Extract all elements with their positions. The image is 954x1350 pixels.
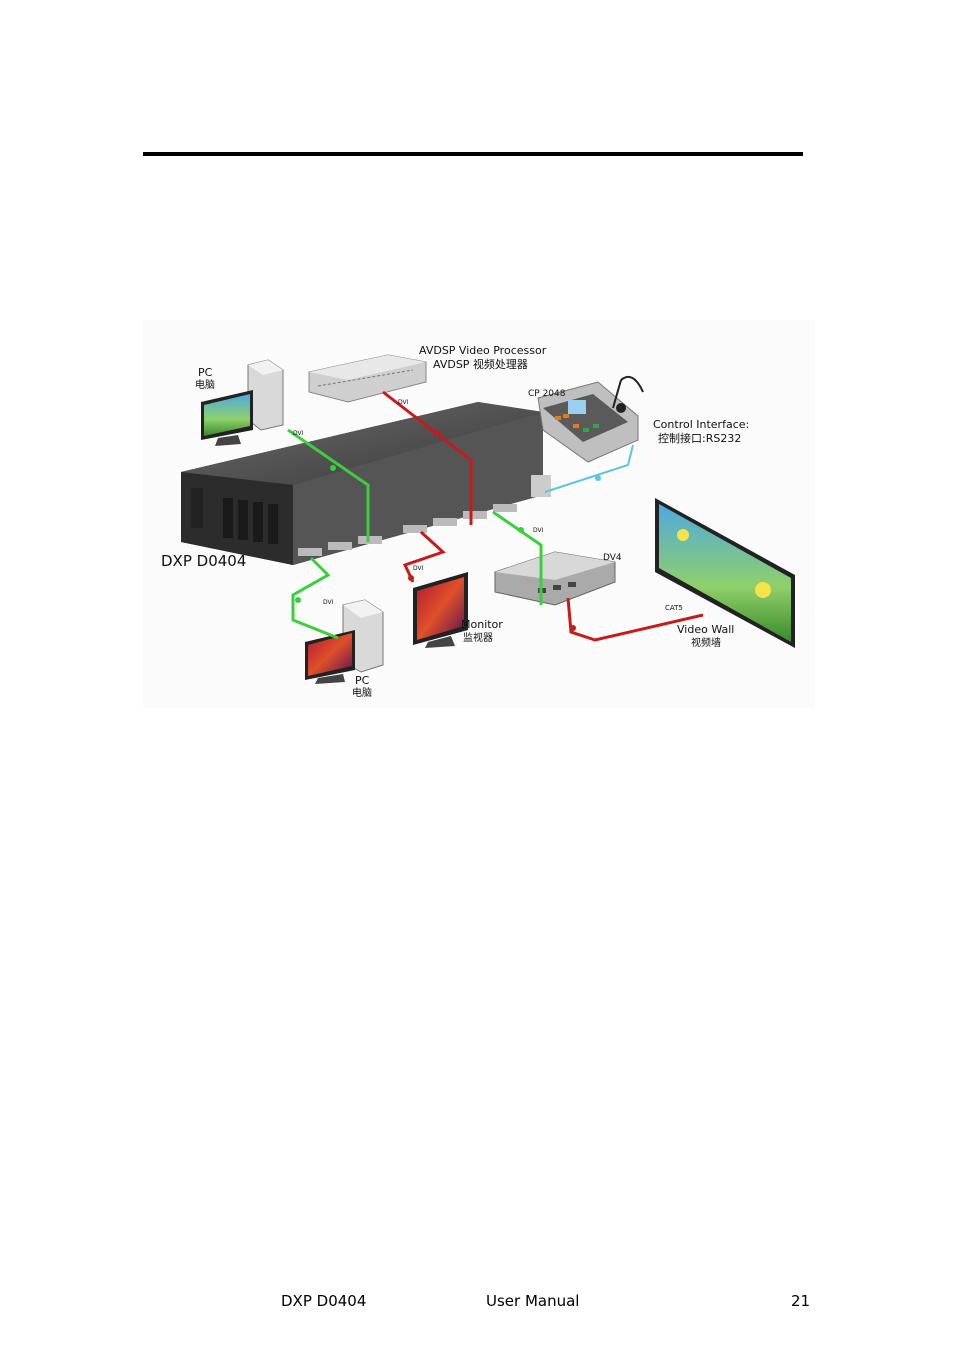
avdsp-video-processor — [308, 354, 427, 403]
cp2048-control-panel — [537, 376, 644, 463]
label-monitor: Monitor — [461, 618, 503, 631]
pc-bottom — [305, 599, 384, 684]
label-control-interface: Control Interface: — [653, 418, 749, 431]
dv4-device — [494, 551, 616, 606]
footer-document-title: User Manual — [486, 1292, 580, 1310]
label-dvi-3: DVI — [533, 527, 544, 534]
label-video-wall-cn: 视频墙 — [691, 636, 721, 649]
label-cp2048: CP 2048 — [528, 389, 566, 399]
red-dvi-cable-monitor — [402, 530, 446, 583]
label-pc-bottom-cn: 电脑 — [352, 686, 372, 699]
label-avdsp-cn: AVDSP 视频处理器 — [433, 357, 528, 371]
label-cat5: CAT5 — [665, 604, 683, 612]
pc-top — [201, 359, 284, 446]
footer-product-name: DXP D0404 — [281, 1292, 367, 1310]
label-dvi-1: DVI — [293, 430, 304, 437]
red-cat5-cable — [566, 597, 704, 642]
monitor-device — [413, 572, 468, 648]
cyan-rs232-cable — [544, 444, 634, 493]
dxp-d0404-device — [181, 402, 551, 565]
label-pc-top: PC — [198, 366, 213, 379]
footer-page-number: 21 — [791, 1292, 811, 1310]
label-pc-bottom: PC — [355, 674, 370, 687]
label-avdsp: AVDSP Video Processor — [419, 344, 547, 357]
video-wall-device — [655, 498, 795, 648]
header-rule — [143, 152, 803, 156]
label-control-interface-cn: 控制接口:RS232 — [658, 431, 741, 445]
green-dvi-cable-bottom — [291, 556, 339, 640]
green-dvi-cable-dv4 — [492, 510, 543, 605]
label-dv4: DV4 — [603, 553, 622, 563]
label-pc-top-cn: 电脑 — [195, 378, 215, 391]
label-dvi-4: DVI — [413, 565, 424, 572]
red-dvi-cable-avdsp — [382, 390, 473, 525]
label-dvi-5: DVI — [323, 599, 334, 606]
label-monitor-cn: 监视器 — [463, 631, 493, 644]
label-video-wall: Video Wall — [677, 623, 734, 636]
connection-diagram-svg: PC 电脑 AVDSP Video Processor AVDSP 视频处理器 … — [161, 344, 795, 699]
green-dvi-cable-top — [287, 428, 370, 542]
label-dxp-d0404: DXP D0404 — [161, 552, 246, 570]
label-dvi-2: DVI — [398, 399, 409, 406]
connection-diagram: PC 电脑 AVDSP Video Processor AVDSP 视频处理器 … — [143, 320, 815, 708]
